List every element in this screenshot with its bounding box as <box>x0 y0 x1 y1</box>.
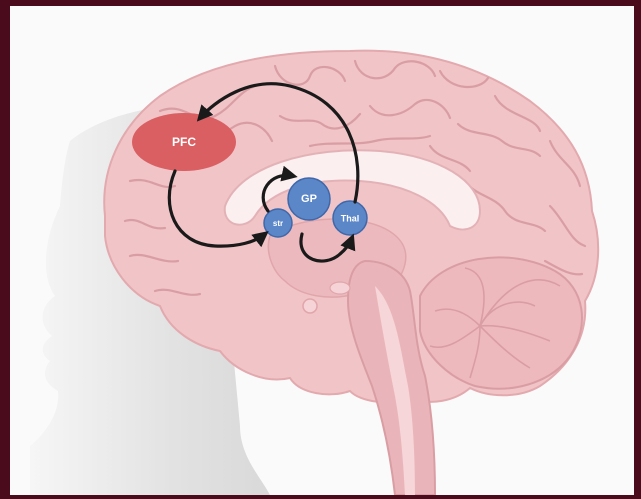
brain-circuit-diagram: PFC GP str Thal <box>10 6 634 495</box>
mammillary-body <box>330 282 350 294</box>
pituitary <box>303 299 317 313</box>
cerebellum <box>420 257 582 388</box>
striatum-label: str <box>273 219 283 228</box>
gp-label: GP <box>301 193 317 205</box>
pfc-label: PFC <box>172 135 196 149</box>
thalamus-label: Thal <box>341 213 360 223</box>
figure-panel: PFC GP str Thal <box>10 6 634 495</box>
